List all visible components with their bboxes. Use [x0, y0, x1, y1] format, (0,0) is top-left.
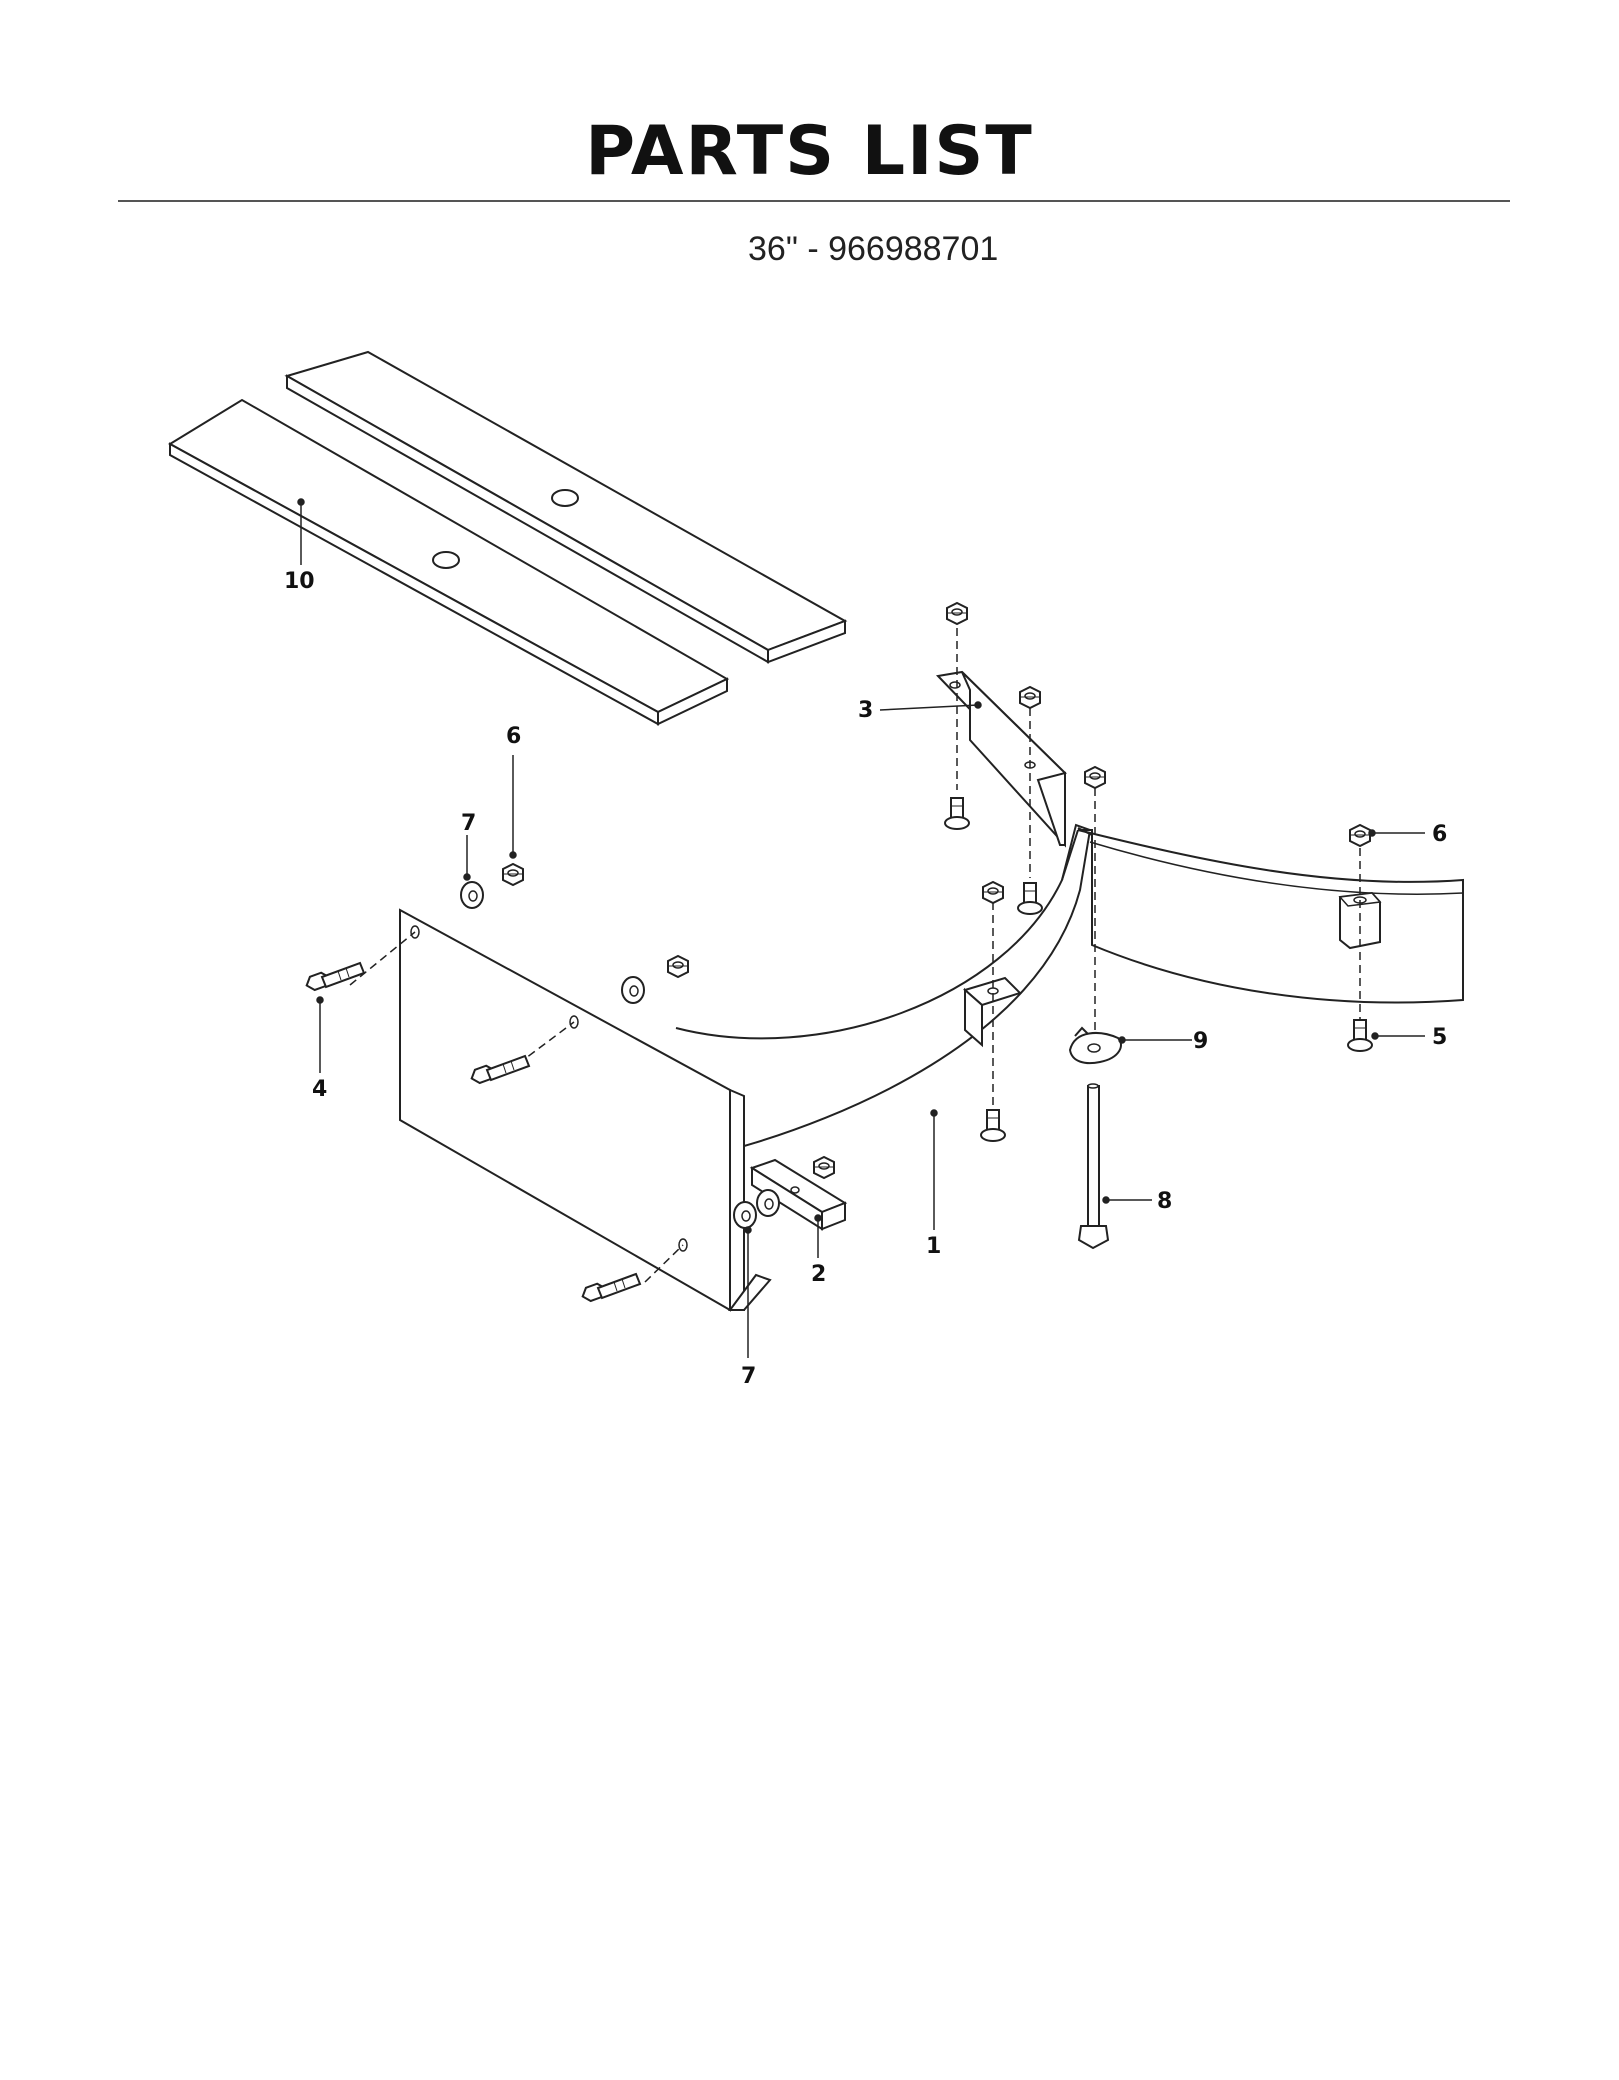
washer [460, 881, 484, 909]
callout-7-upper: 7 [461, 811, 476, 836]
title-divider [118, 200, 1510, 202]
spacer-bar [749, 1158, 848, 1231]
rubber-strip-lower [168, 398, 730, 726]
model-number: 36" - 966988701 [748, 230, 999, 268]
hex-nut [1019, 686, 1041, 709]
callout-9: 9 [1193, 1029, 1208, 1054]
washer [621, 976, 645, 1004]
hex-nut [1349, 824, 1371, 847]
carriage-bolt [1347, 1019, 1373, 1052]
hex-nut [946, 602, 968, 625]
callout-10: 10 [284, 569, 315, 594]
callout-7-lower: 7 [741, 1364, 756, 1389]
callout-6-right: 6 [1432, 822, 1447, 847]
hex-nut [982, 881, 1004, 904]
small-bracket [962, 976, 1022, 1048]
curved-shield [675, 823, 1464, 1154]
callout-6-left: 6 [506, 724, 521, 749]
washer [733, 1201, 757, 1229]
clip [1068, 1026, 1122, 1065]
callout-8: 8 [1157, 1189, 1172, 1214]
leader-lines [297, 498, 1425, 1358]
long-bolt [1077, 1083, 1110, 1250]
hex-nut [1084, 766, 1106, 789]
carriage-bolt [980, 1109, 1006, 1142]
callout-2: 2 [811, 1262, 826, 1287]
callout-3: 3 [858, 698, 873, 723]
washer [756, 1189, 780, 1217]
hex-nut [502, 863, 524, 886]
hex-nut [667, 955, 689, 978]
angle-bracket [935, 670, 1067, 848]
callout-5: 5 [1432, 1025, 1447, 1050]
hex-bolt [579, 1273, 641, 1305]
front-plate [399, 908, 772, 1312]
callout-1: 1 [926, 1234, 941, 1259]
assembly-lines [349, 628, 1361, 1283]
hex-bolt [303, 962, 365, 994]
callout-4: 4 [312, 1077, 327, 1102]
carriage-bolt [944, 797, 970, 830]
page-title: PARTS LIST [585, 112, 1034, 191]
rubber-strip-upper [284, 350, 848, 664]
carriage-bolt [1017, 882, 1043, 915]
hex-nut [813, 1156, 835, 1179]
